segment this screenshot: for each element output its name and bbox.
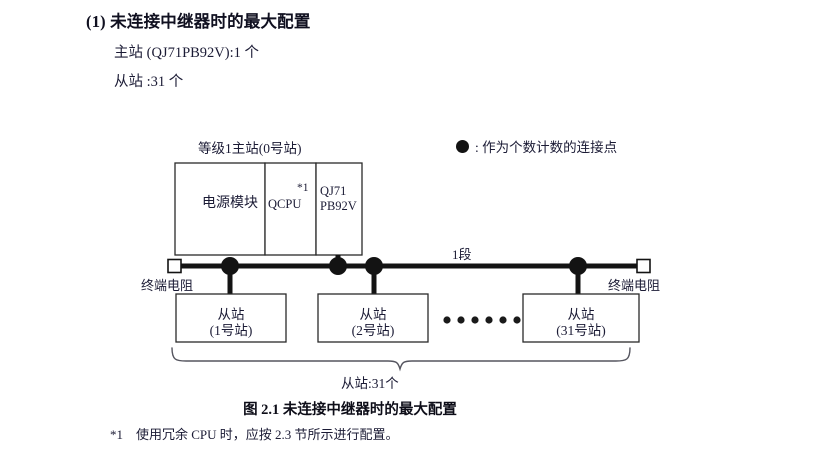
qj71pb92v-module-box [315,162,363,256]
segment-label: 1段 [452,247,472,262]
terminal-resistor-left-symbol [167,258,182,274]
slave-3-drop-line [575,266,581,294]
power-supply-module-label: 电源模块 [202,196,258,211]
figure-caption: 图 2.1 未连接中继器时的最大配置 [243,402,457,418]
slave-2-name: 从站 [359,307,387,322]
master-group-label: 等级1主站(0号站) [198,141,302,156]
slave-1-station: (1号站) [209,323,253,338]
terminal-resistor-left-label: 终端电阻 [141,278,194,293]
qcpu-module-box [264,162,317,256]
slave-station-box-1 [175,293,287,343]
page-title: (1) 未连接中继器时的最大配置 [86,12,311,31]
master-rack [174,162,363,256]
slave-3-name: 从站 [567,307,595,322]
master-station-spec: 主站 (QJ71PB92V):1 个 [114,45,260,61]
heading-block: (1) 未连接中继器时的最大配置 主站 (QJ71PB92V):1 个 从站 :… [86,8,706,91]
legend-label: : 作为个数计数的连接点 [475,140,618,155]
qcpu-module-label: QCPU [268,197,302,211]
legend: : 作为个数计数的连接点 [456,136,617,156]
footnote-mark: *1 [110,427,123,442]
connection-point-dot [329,257,347,275]
slave-2-drop-line [371,266,377,294]
slave-1-name: 从站 [217,307,245,322]
slave-count-label: 从站:31个 [341,376,399,391]
network-module-label-line1: QJ71 [320,184,347,198]
slave-count-brace [171,347,631,372]
slave-station-spec: 从站 :31 个 [114,74,184,90]
bus-trunk-line [179,263,639,269]
terminal-resistor-right-symbol [636,258,651,274]
slave-station-box-3 [522,293,640,343]
power-supply-module-box [174,162,266,256]
ellipsis-dots [443,316,521,324]
footnote: *1 使用冗余 CPU 时，应按 2.3 节所示进行配置。 [110,424,399,443]
footnote-text: 使用冗余 CPU 时，应按 2.3 节所示进行配置。 [136,427,399,442]
slave-2-station: (2号站) [351,323,395,338]
slave-3-station: (31号站) [556,323,606,338]
slave-station-box-2 [317,293,429,343]
filled-circle-icon [456,139,469,153]
network-module-label-line2: PB92V [320,199,357,213]
terminal-resistor-right-label: 终端电阻 [608,278,661,293]
slave-1-drop-line [227,266,233,294]
qcpu-footnote-mark: *1 [297,182,309,194]
